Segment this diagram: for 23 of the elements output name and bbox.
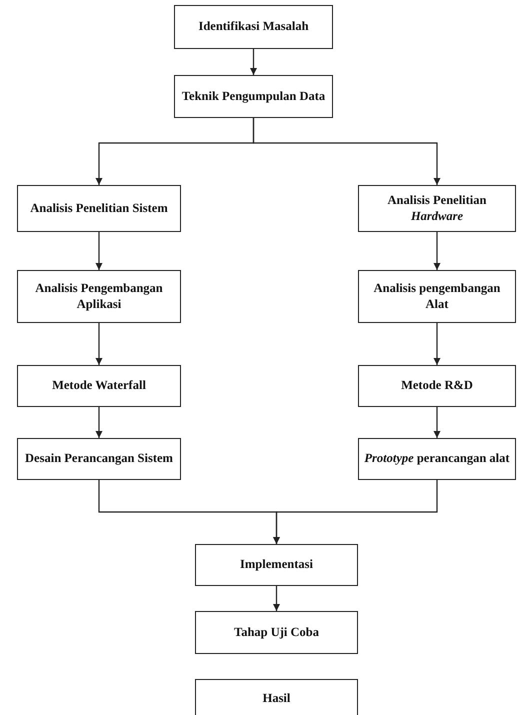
process-box: Analisis Penelitian Hardware (358, 185, 516, 232)
arrow (273, 586, 280, 611)
arrow (96, 323, 102, 365)
process-box: Analisis Pengembangan Aplikasi (17, 270, 181, 323)
arrow (250, 49, 257, 75)
arrow (434, 323, 440, 365)
process-box: Analisis Penelitian Sistem (17, 185, 181, 232)
arrow (96, 407, 102, 438)
process-box: Teknik Pengumpulan Data (174, 75, 333, 118)
process-box: Prototype perancangan alat (358, 438, 516, 480)
process-box: Tahap Uji Coba (195, 611, 358, 654)
process-box: Metode Waterfall (17, 365, 181, 407)
process-box: Metode R&D (358, 365, 516, 407)
process-box: Hasil (195, 679, 358, 715)
arrow (273, 480, 438, 544)
process-box: Implementasi (195, 544, 358, 586)
arrow (252, 118, 440, 185)
process-box: Identifikasi Masalah (174, 5, 333, 49)
process-box: Desain Perancangan Sistem (17, 438, 181, 480)
process-box: Analisis pengembangan Alat (358, 270, 516, 323)
arrow (96, 232, 102, 270)
arrow (434, 407, 440, 438)
arrow (434, 232, 440, 270)
